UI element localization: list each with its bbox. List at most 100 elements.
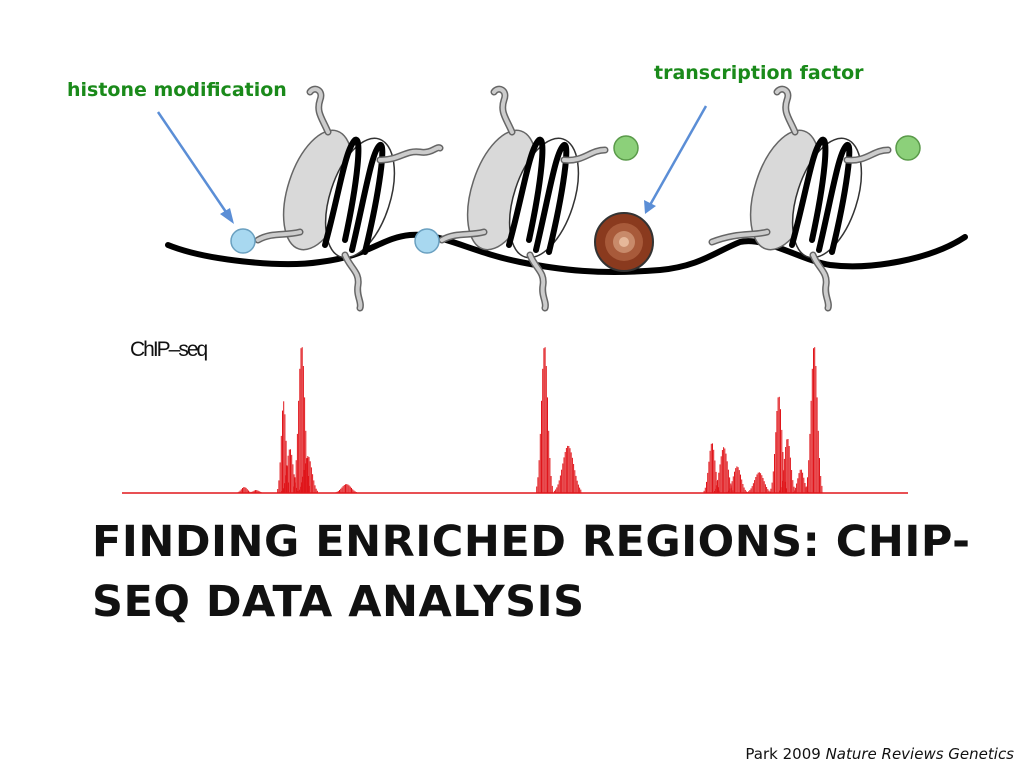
signal-bar — [703, 490, 705, 493]
signal-bar — [788, 446, 790, 493]
signal-bar — [565, 448, 567, 493]
signal-bar — [577, 484, 579, 493]
signal-bar — [724, 448, 726, 493]
signal-bar — [802, 472, 804, 493]
signal-bar — [305, 430, 307, 493]
signal-bar — [804, 483, 806, 493]
signal-bar — [814, 347, 816, 493]
signal-bar — [720, 456, 722, 493]
signal-bar — [354, 491, 356, 493]
signal-bar — [717, 479, 719, 493]
signal-bar — [296, 433, 298, 493]
signal-bar — [752, 483, 754, 493]
signal-bar — [556, 487, 558, 493]
signal-bar — [249, 491, 251, 493]
signal-bar — [738, 470, 740, 493]
signal-bar — [780, 409, 781, 493]
signal-bar — [787, 439, 789, 493]
signal-bar — [712, 443, 713, 493]
signal-bar — [348, 485, 350, 493]
signal-bar — [803, 477, 805, 493]
slide-title-line-2: SEQ DATA ANALYSIS — [92, 577, 585, 627]
signal-bar — [780, 487, 782, 493]
signal-bar — [304, 463, 306, 493]
signal-peak — [779, 439, 796, 493]
signal-bar — [559, 475, 561, 493]
signal-bar — [797, 478, 799, 493]
nucleosome-2 — [414, 85, 639, 312]
signal-bar — [760, 473, 762, 493]
slide-title-line-1: FINDING ENRICHED REGIONS: CHIP- — [92, 517, 971, 567]
signal-peak — [726, 466, 747, 493]
signal-bar — [298, 489, 300, 493]
signal-bar — [579, 487, 581, 493]
signal-bar — [707, 472, 709, 493]
signal-bar — [817, 430, 819, 493]
signal-bar — [294, 477, 296, 493]
signal-bar — [756, 474, 758, 493]
signal-bar — [543, 348, 545, 493]
signal-bar — [571, 457, 573, 493]
signal-bar — [704, 487, 706, 493]
signal-bar — [351, 487, 352, 493]
signal-bar — [774, 454, 775, 493]
signal-bar — [300, 486, 302, 493]
signal-bar — [557, 484, 559, 493]
signal-bar — [727, 469, 729, 493]
signal-bar — [796, 483, 798, 493]
histone-modification-label: histone modification — [67, 79, 287, 101]
signal-bar — [793, 486, 795, 493]
signal-bar — [813, 348, 814, 493]
signal-bar — [542, 368, 544, 493]
signal-bar — [295, 460, 297, 493]
nucleosome-diagram — [156, 85, 968, 312]
signal-bar — [736, 466, 738, 493]
signal-bar — [558, 480, 560, 493]
signal-bar — [257, 490, 259, 493]
signal-bar — [715, 471, 717, 493]
signal-bar — [776, 411, 778, 493]
signal-bar — [342, 486, 344, 493]
signal-bar — [315, 488, 317, 493]
signal-bar — [253, 490, 255, 493]
signal-bar — [282, 488, 284, 493]
histone-mark-green-2 — [895, 135, 921, 161]
histone-mark-blue-2 — [414, 228, 440, 254]
signal-bar — [341, 487, 343, 493]
signal-bar — [538, 460, 540, 493]
signal-bar — [715, 485, 717, 493]
signal-bar — [793, 490, 795, 493]
signal-bar — [545, 366, 547, 493]
signal-bar — [307, 456, 309, 493]
signal-bar — [778, 396, 780, 493]
signal-bar — [563, 457, 565, 493]
signal-bar — [719, 464, 721, 493]
signal-bar — [285, 475, 287, 493]
transcription-factor-label: transcription factor — [654, 62, 864, 84]
signal-bar — [767, 489, 769, 493]
signal-bar — [735, 468, 737, 493]
signal-bar — [345, 484, 346, 493]
signal-bar — [737, 467, 739, 493]
signal-bar — [255, 490, 256, 493]
signal-bar — [297, 491, 299, 493]
signal-bar — [800, 469, 802, 493]
signal-bar — [713, 449, 715, 493]
signal-bar — [292, 464, 294, 493]
signal-bar — [568, 446, 570, 493]
signal-bar — [809, 433, 811, 493]
signal-bar — [355, 492, 357, 493]
signal-bar — [794, 487, 796, 493]
signal-bar — [283, 401, 285, 493]
signal-peak — [536, 347, 553, 493]
signal-peak — [703, 443, 721, 493]
signal-bar — [710, 443, 712, 493]
signal-bar — [314, 485, 316, 493]
signal-bar — [792, 492, 794, 493]
signal-bar — [721, 450, 723, 493]
signal-bar — [709, 450, 711, 493]
signal-bar — [286, 465, 288, 493]
signal-bar — [278, 480, 280, 493]
tf-arrow — [644, 105, 708, 214]
signal-bar — [768, 490, 770, 493]
